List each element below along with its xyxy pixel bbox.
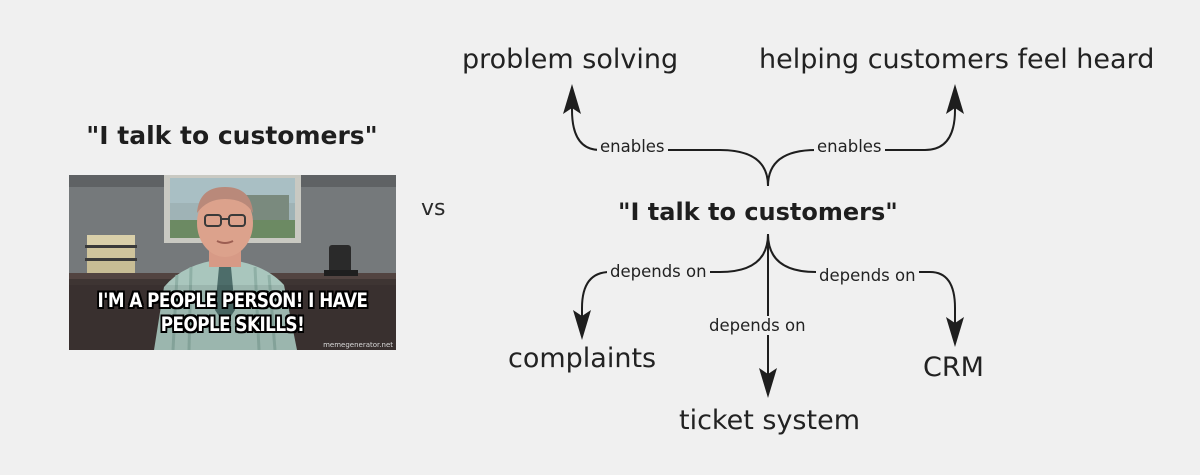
arrowhead-ticket-system [759, 368, 777, 398]
node-feel-heard: helping customers feel heard [759, 44, 1155, 75]
meme-watermark: memegenerator.net [323, 341, 393, 349]
center-node: "I talk to customers" [618, 198, 898, 226]
meme-illustration [69, 175, 396, 350]
arrowhead-feel-heard [946, 84, 964, 114]
node-complaints: complaints [508, 343, 657, 374]
left-title: "I talk to customers" [86, 121, 378, 150]
node-crm: CRM [923, 352, 984, 383]
node-ticket-system: ticket system [679, 405, 860, 436]
vs-separator: vs [421, 196, 446, 221]
edge-label-depends-middle: depends on [706, 316, 809, 335]
meme-caption-line-2: PEOPLE SKILLS! [160, 313, 305, 336]
meme-image: I'M A PEOPLE PERSON! I HAVE PEOPLE SKILL… [69, 175, 396, 350]
node-problem-solving: problem solving [462, 44, 679, 75]
arrowhead-problem-solving [563, 84, 581, 114]
edge-label-enables-right: enables [814, 137, 885, 156]
arrowhead-complaints [573, 310, 591, 340]
arrowhead-crm [946, 317, 964, 347]
edge-label-depends-right: depends on [816, 266, 919, 285]
edge-label-enables-left: enables [597, 137, 668, 156]
meme-caption-line-1: I'M A PEOPLE PERSON! I HAVE [97, 289, 368, 312]
edge-label-depends-left: depends on [607, 262, 710, 281]
